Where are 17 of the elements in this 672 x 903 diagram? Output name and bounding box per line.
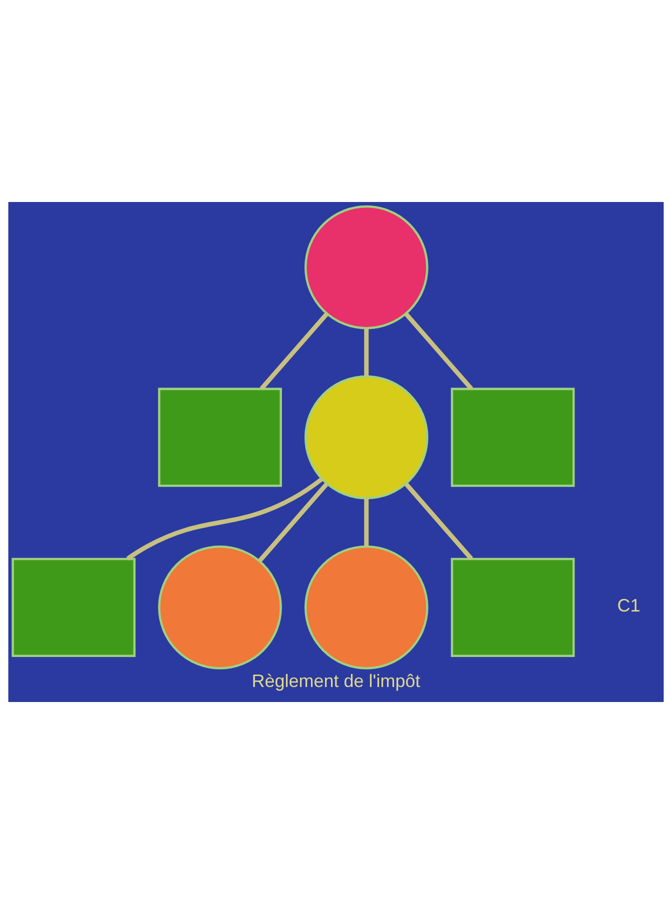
connector (126, 476, 324, 560)
node-box (158, 387, 282, 486)
connector (404, 482, 474, 560)
node-box (450, 387, 575, 486)
node-circle (304, 204, 428, 329)
caption: Règlement de l'impôt (252, 670, 420, 691)
connector (364, 328, 369, 376)
node-box (12, 557, 136, 656)
node-box (450, 557, 575, 656)
node-circle (304, 374, 428, 499)
connector (364, 498, 369, 546)
connector (260, 312, 328, 390)
node-circle (304, 544, 428, 669)
connector (258, 482, 328, 562)
node-circle (158, 544, 282, 669)
label: C1 (617, 595, 640, 616)
connector (404, 312, 474, 390)
